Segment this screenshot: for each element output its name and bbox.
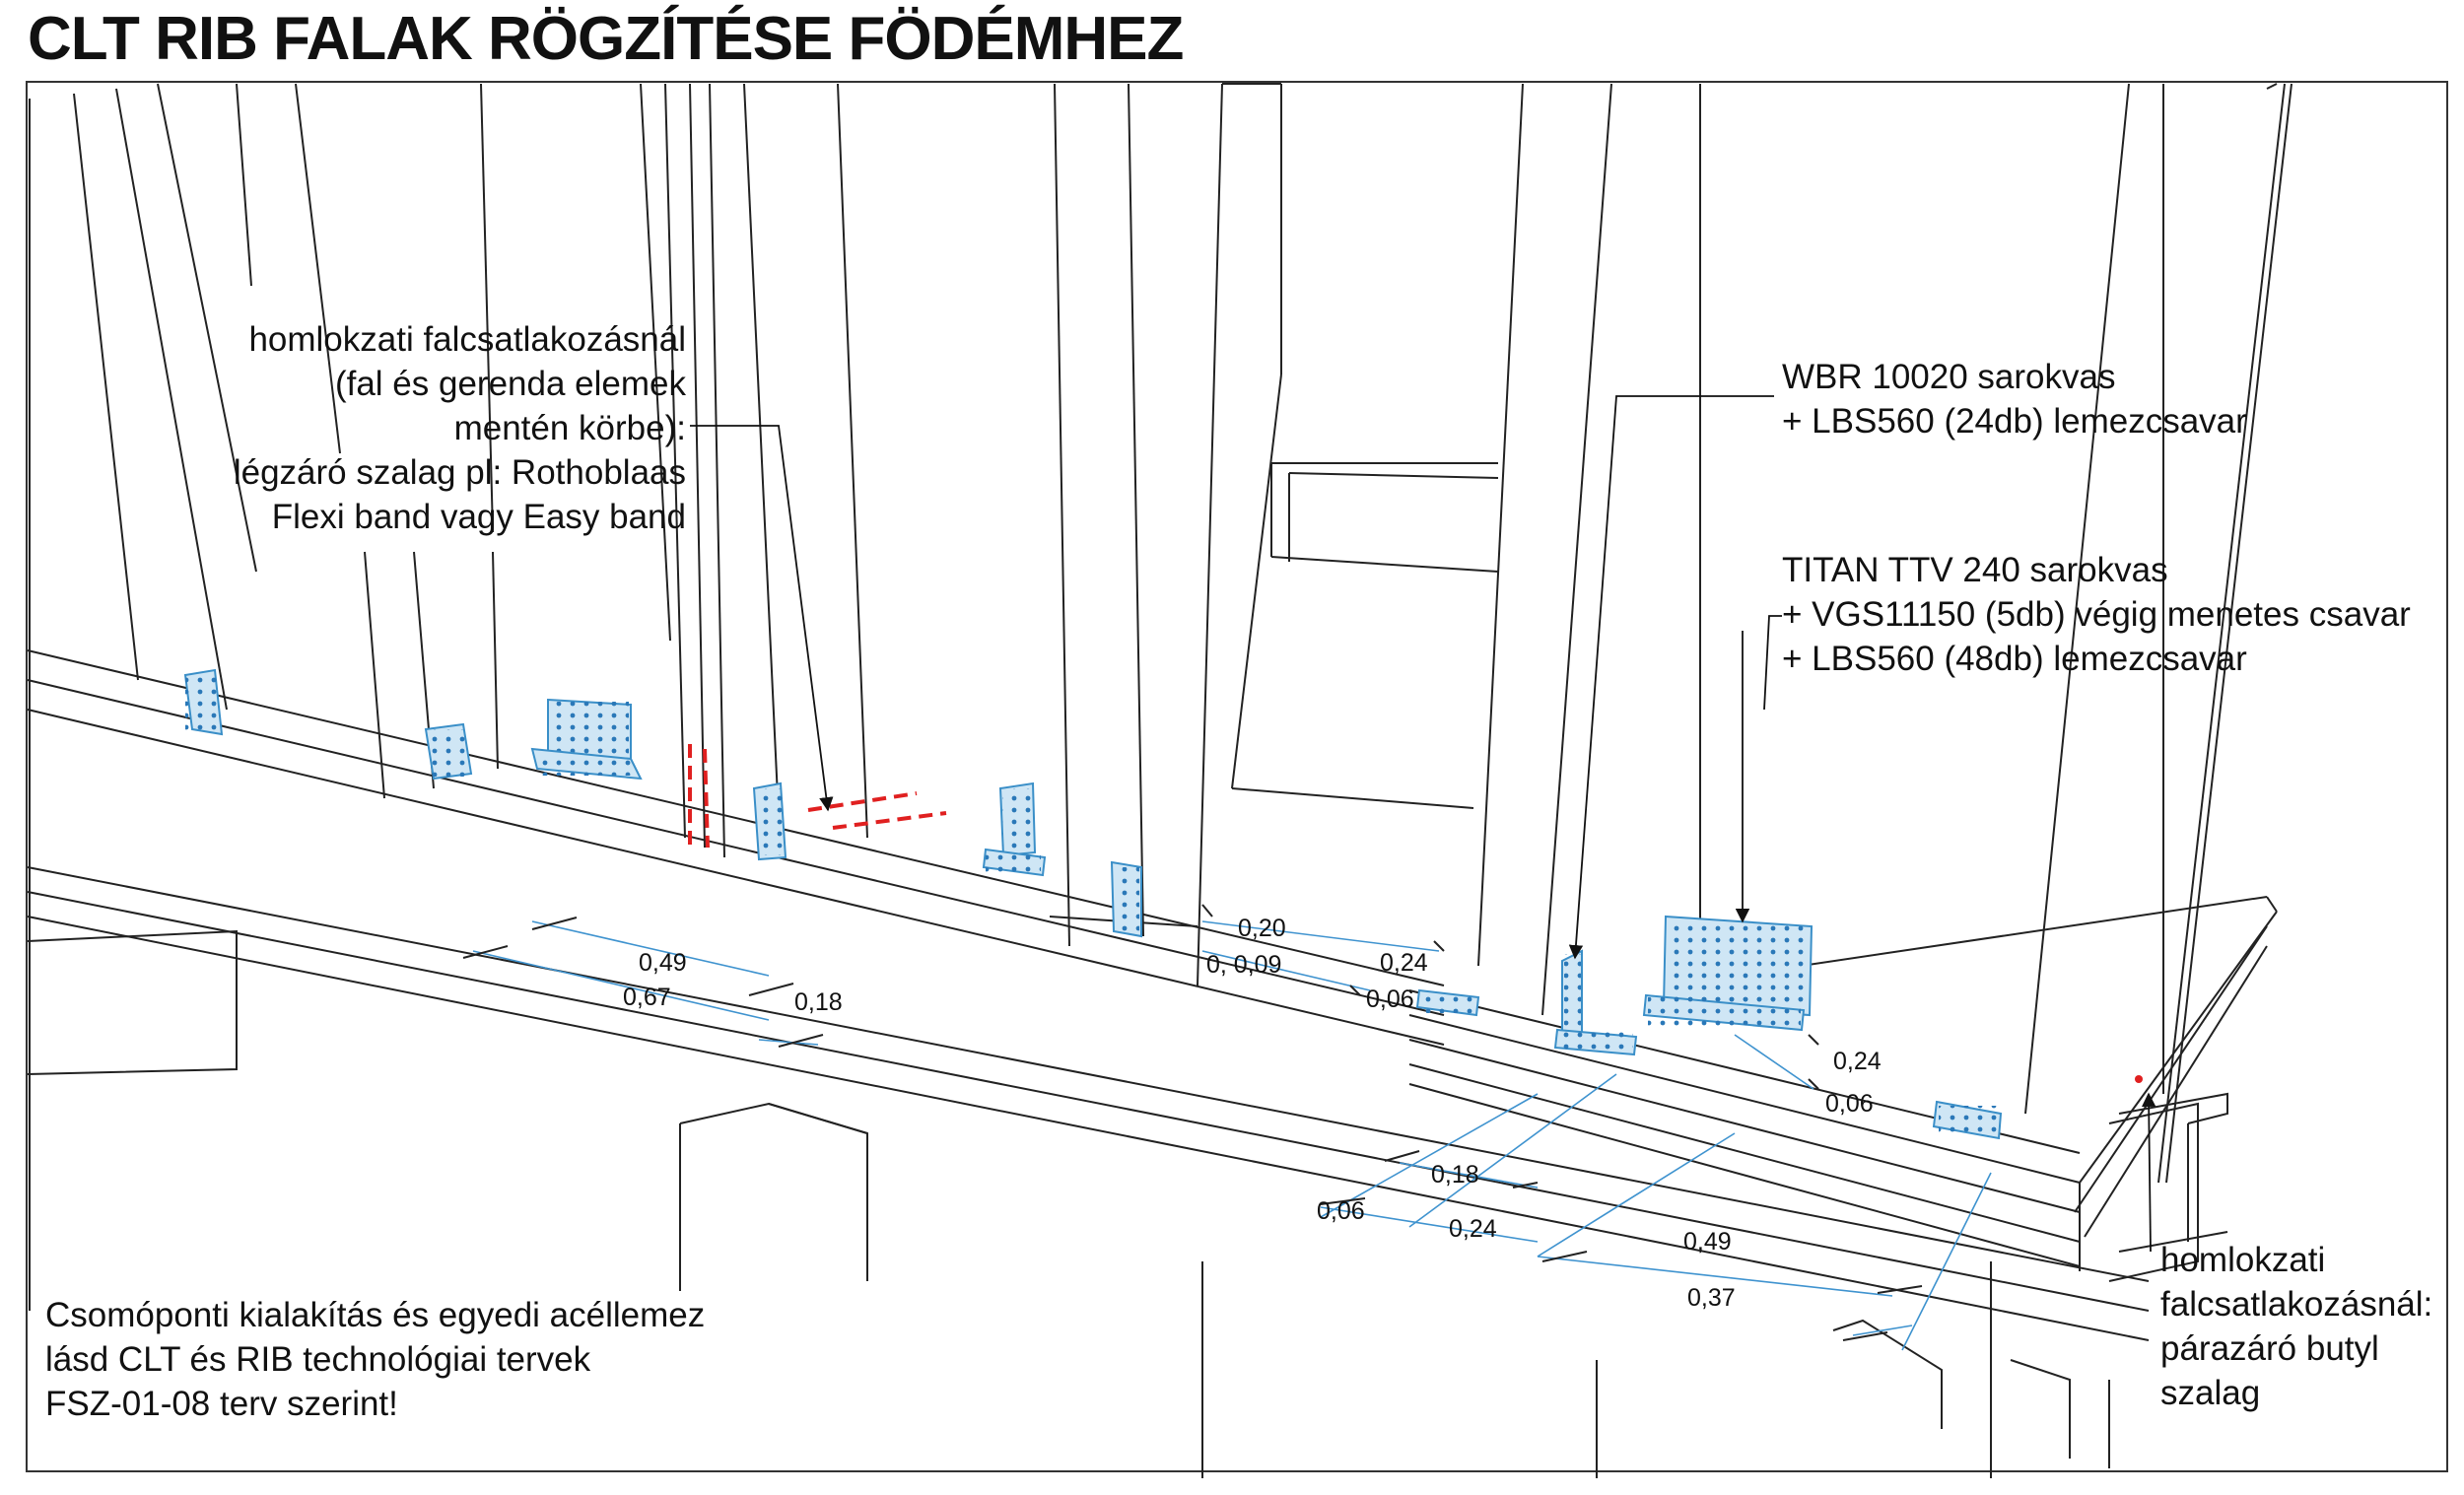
steel-i-beam-end: [2118, 1092, 2228, 1253]
dim-label-0-009: 0, 0,09: [1206, 951, 1281, 979]
callout-node-note-line-2: lásd CLT és RIB technológiai tervek: [45, 1340, 591, 1379]
callout-wbr-bracket-line-2: + LBS560 (24db) lemezcsavar: [1782, 402, 2247, 441]
airtight-tape-marks: [688, 744, 2143, 1083]
callout-wbr-bracket-line-1: WBR 10020 sarokvas: [1782, 358, 2116, 396]
callout-vapor-barrier: homlokzati falcsatlakozásnál: párazáró b…: [2160, 1238, 2432, 1415]
dim-label-024-b: 0,24: [1833, 1048, 1882, 1075]
clt-wall-posts-left: [29, 83, 868, 1311]
callout-vapor-barrier-line-2: falcsatlakozásnál:: [2160, 1285, 2433, 1324]
dim-label-006-c: 0,06: [1317, 1197, 1365, 1225]
callout-vapor-barrier-line-3: párazáró butyl: [2160, 1329, 2379, 1368]
dim-label-018-b: 0,18: [1431, 1161, 1479, 1189]
drawing-frame: [26, 81, 2448, 1472]
callout-leaders: [690, 395, 2156, 1253]
dimension-ticks: [462, 904, 1923, 1341]
dim-label-006-a: 0,06: [1366, 985, 1414, 1013]
dim-label-037: 0,37: [1687, 1284, 1736, 1312]
callout-airtight-tape-line-3: mentén körbe):: [453, 409, 686, 447]
callout-airtight-tape-line-4: légzáró szalag pl: Rothoblaas: [233, 453, 686, 492]
callout-vapor-barrier-line-1: homlokzati: [2160, 1241, 2326, 1279]
support-blocks: [27, 929, 2199, 1478]
callout-airtight-tape-line-1: homlokzati falcsatlakozásnál: [248, 320, 686, 359]
dim-label-067: 0,67: [623, 984, 671, 1011]
dim-label-020: 0,20: [1238, 915, 1286, 942]
floor-slab: [27, 649, 2278, 1341]
callout-node-note-line-1: Csomóponti kialakítás és egyedi acélleme…: [45, 1296, 706, 1334]
callout-airtight-tape: homlokzati falcsatlakozásnál (fal és ger…: [234, 317, 686, 539]
callout-airtight-tape-line-5: Flexi band vagy Easy band: [271, 498, 686, 536]
callout-airtight-tape-line-2: (fal és gerenda elemek: [334, 365, 686, 403]
dim-label-024-c: 0,24: [1449, 1215, 1497, 1243]
dim-label-018-a: 0,18: [794, 988, 843, 1016]
callout-titan-bracket-line-3: + LBS560 (48db) lemezcsavar: [1782, 640, 2247, 678]
clt-wall-panels-right: [1270, 83, 2293, 1184]
callout-node-note-line-3: FSZ-01-08 terv szerint!: [45, 1385, 398, 1423]
clt-wall-panels-center: [664, 83, 1474, 986]
drawing-title: CLT RIB FALAK RÖGZÍTÉSE FÖDÉMHEZ: [28, 5, 1184, 73]
dimension-lines: [472, 920, 1992, 1351]
dim-label-049-a: 0,49: [639, 949, 687, 977]
callout-titan-bracket-line-2: + VGS11150 (5db) végig menetes csavar: [1782, 595, 2411, 634]
callout-titan-bracket: TITAN TTV 240 sarokvas + VGS11150 (5db) …: [1782, 548, 2411, 681]
callout-wbr-bracket: WBR 10020 sarokvas + LBS560 (24db) lemez…: [1782, 355, 2247, 443]
dim-label-024-a: 0,24: [1380, 949, 1428, 977]
callout-titan-bracket-line-1: TITAN TTV 240 sarokvas: [1782, 551, 2168, 589]
dimension-labels: 0,49 0,67 0,18 0,20 0, 0,09 0,24 0,06 0,…: [623, 915, 1882, 1312]
dim-label-049-b: 0,49: [1683, 1228, 1732, 1256]
callout-vapor-barrier-line-4: szalag: [2160, 1374, 2261, 1412]
callout-node-note: Csomóponti kialakítás és egyedi acélleme…: [45, 1293, 705, 1426]
steel-brackets: [183, 668, 2003, 1140]
dim-label-006-b: 0,06: [1825, 1090, 1874, 1118]
